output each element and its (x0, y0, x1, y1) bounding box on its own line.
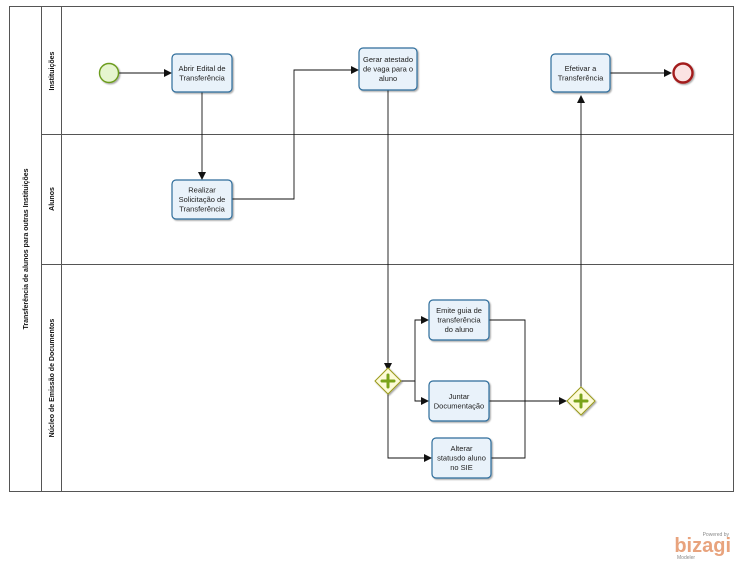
plus-icon (380, 373, 396, 389)
parallel-gateway-join[interactable] (566, 386, 596, 416)
task-label-line: Gerar atestado (363, 55, 413, 64)
end-event-circle (672, 62, 694, 84)
parallel-gateway-split[interactable] (374, 367, 402, 395)
task-label-line: Efetivar a (565, 64, 598, 73)
flow-alterar-to-join (491, 401, 526, 459)
flow-split-to-alterar (387, 394, 432, 462)
task-label-line: Solicitação de (179, 195, 226, 204)
task-box (428, 299, 490, 341)
task-label-line: Transferência (179, 73, 225, 82)
task-box (358, 47, 418, 91)
task-label-line: Transferência (179, 205, 225, 214)
flow-realizar-to-gerar (232, 66, 359, 200)
task-label-line: no SIE (450, 463, 473, 472)
end-event[interactable] (672, 62, 694, 84)
task-label-line: transferência (437, 316, 481, 325)
lane-label-instituicoes: Instituições (49, 51, 56, 90)
task-label-line: Abrir Edital de (178, 64, 225, 73)
flow-split-to-juntar (414, 381, 429, 405)
lane-label-alunos: Alunos (49, 187, 56, 211)
task-label-line: do aluno (445, 325, 474, 334)
task-box (550, 53, 611, 93)
task-label-line: Transferência (558, 73, 604, 82)
plus-icon (573, 393, 589, 409)
sequence-flows (119, 66, 672, 462)
bizagi-logo: Powered by bizagi Modeler (674, 532, 731, 561)
task-label-line: Realizar (188, 186, 216, 195)
task-label-line: Juntar (449, 392, 470, 401)
task-box (171, 53, 233, 93)
bizagi-wordmark: bizagi (674, 535, 731, 557)
modeler-text: Modeler (677, 555, 695, 561)
task-label-line: de vaga para o (363, 65, 413, 74)
start-event-circle (98, 62, 120, 84)
pool-label: Transferência de alunos para outras Inst… (23, 168, 30, 329)
task-box (431, 437, 492, 479)
task-box (428, 380, 490, 422)
lane-label-nucleo: Núcleo de Emissão de Documentos (49, 319, 56, 438)
pool: Transferência de alunos para outras Inst… (9, 6, 734, 492)
task-label-line: statusdo aluno (437, 454, 486, 463)
pool-border (9, 6, 734, 492)
task-label-line: Alterar (450, 444, 473, 453)
flow-emite-to-join (489, 319, 567, 405)
start-event[interactable] (98, 62, 120, 84)
powered-by-text: Powered by (703, 532, 730, 538)
task-label-line: Documentação (434, 401, 484, 410)
flow-split-to-emite (401, 316, 429, 382)
task-label-line: Emite guia de (436, 306, 482, 315)
task-label-line: aluno (379, 74, 397, 83)
task-box (171, 179, 233, 220)
